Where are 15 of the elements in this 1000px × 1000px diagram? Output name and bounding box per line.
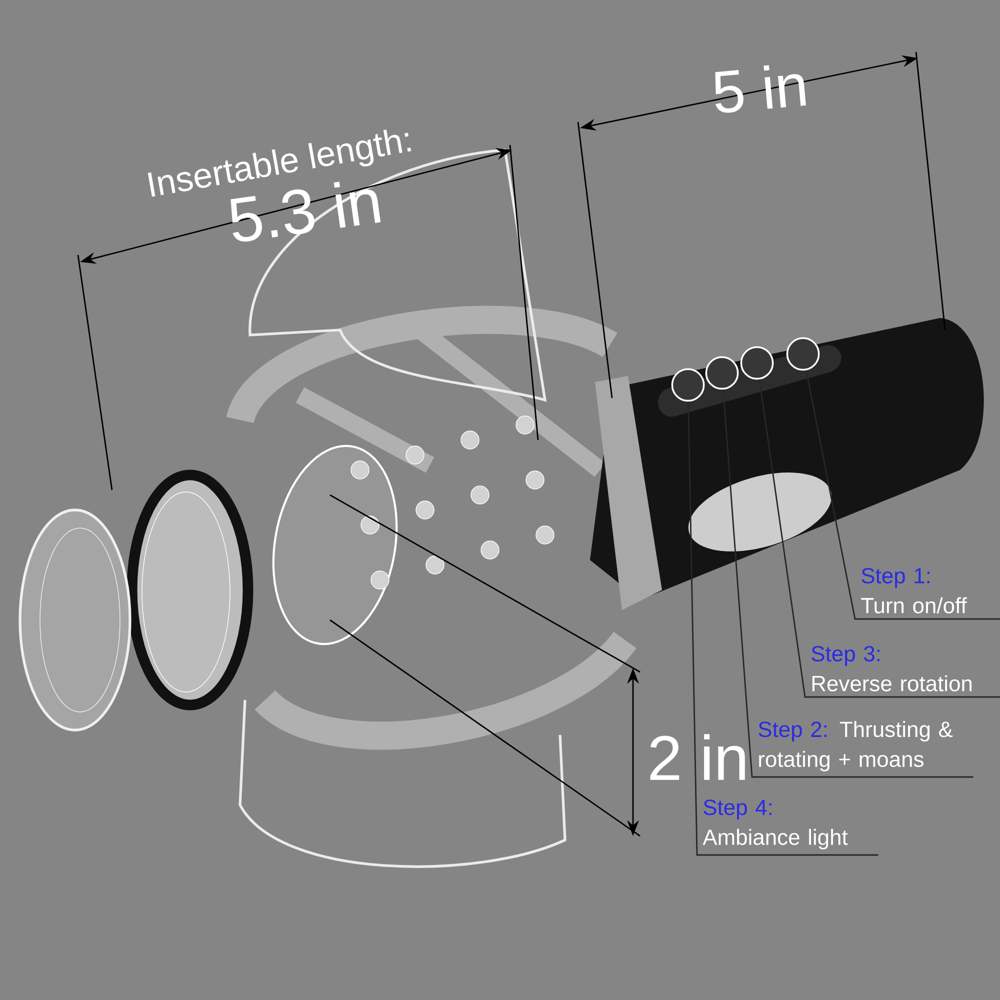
button xyxy=(705,356,739,390)
leader-line xyxy=(758,379,1000,698)
oval-window xyxy=(688,472,832,552)
dimension-label: 5 in xyxy=(715,65,806,113)
leader-line xyxy=(688,402,878,856)
dimension-label: 2 in xyxy=(650,734,745,780)
button xyxy=(786,337,820,371)
step-label: Step 1: Turn on/off xyxy=(861,568,967,614)
leader-line xyxy=(722,390,974,778)
step-label: Step 2: Thrusting & rotating + moans xyxy=(758,721,953,772)
leader-line xyxy=(806,370,1000,620)
step-label: Step 4: Ambiance light xyxy=(702,800,848,850)
button xyxy=(740,346,774,380)
step-label: Step 3: Reverse rotation xyxy=(812,646,972,692)
button xyxy=(671,368,705,402)
